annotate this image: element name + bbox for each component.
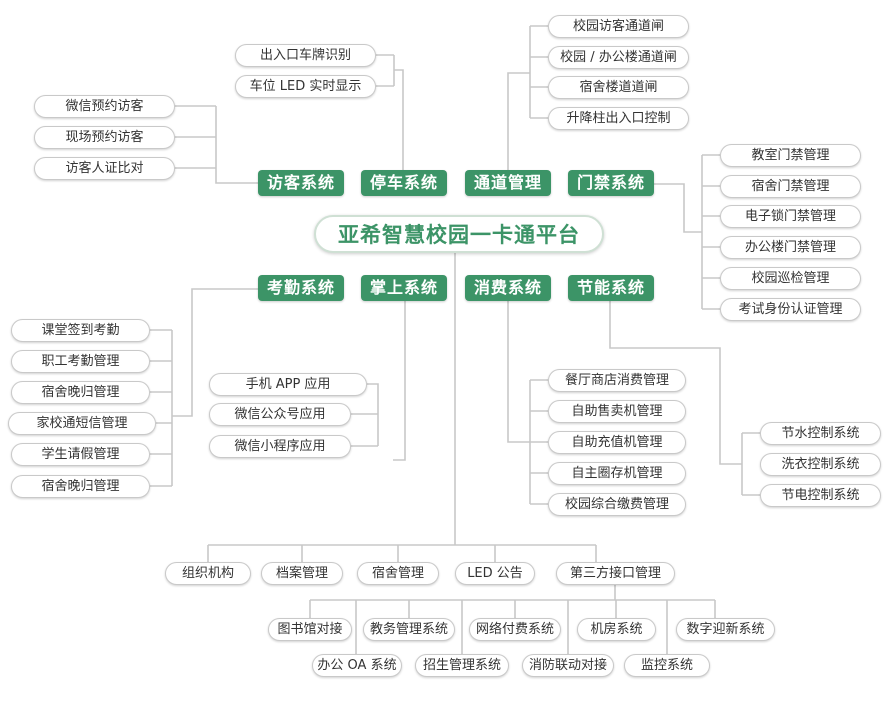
bottom-item[interactable]: LED 公告 (455, 562, 535, 585)
third-party-item[interactable]: 数字迎新系统 (676, 618, 775, 641)
third-party-item[interactable]: 监控系统 (624, 654, 710, 677)
third-party-item[interactable]: 消防联动对接 (522, 654, 614, 677)
consume-item[interactable]: 校园综合缴费管理 (548, 493, 686, 516)
platform-title: 亚希智慧校园一卡通平台 (314, 215, 604, 253)
third-party-item[interactable]: 教务管理系统 (363, 618, 455, 641)
access-item[interactable]: 校园巡检管理 (720, 267, 861, 290)
visitor-item[interactable]: 现场预约访客 (34, 126, 175, 149)
category-energy[interactable]: 节能系统 (568, 275, 654, 301)
line-consume (507, 301, 548, 505)
bottom-item[interactable]: 宿舍管理 (357, 562, 439, 585)
third-party-interface[interactable]: 第三方接口管理 (556, 562, 675, 585)
consume-item[interactable]: 自主圈存机管理 (548, 462, 686, 485)
channel-item[interactable]: 宿舍楼道道闸 (548, 76, 689, 99)
bottom-item[interactable]: 档案管理 (261, 562, 343, 585)
channel-item[interactable]: 升降柱出入口控制 (548, 107, 689, 130)
energy-item[interactable]: 节电控制系统 (760, 484, 881, 507)
consume-item[interactable]: 自助充值机管理 (548, 431, 686, 454)
third-party-item[interactable]: 图书馆对接 (268, 618, 352, 641)
visitor-item[interactable]: 访客人证比对 (34, 157, 175, 180)
line-attendance (150, 288, 258, 487)
category-access[interactable]: 门禁系统 (568, 170, 654, 196)
attendance-item[interactable]: 宿舍晚归管理 (11, 381, 150, 404)
parking-item[interactable]: 出入口车牌识别 (235, 44, 376, 67)
channel-item[interactable]: 校园访客通道闸 (548, 15, 689, 38)
category-attendance[interactable]: 考勤系统 (258, 275, 344, 301)
access-item[interactable]: 教室门禁管理 (720, 144, 861, 167)
parking-item[interactable]: 车位 LED 实时显示 (235, 75, 376, 98)
mobile-item[interactable]: 微信小程序应用 (209, 435, 351, 458)
access-item[interactable]: 电子锁门禁管理 (720, 205, 861, 228)
energy-item[interactable]: 节水控制系统 (760, 422, 881, 445)
category-channel[interactable]: 通道管理 (465, 170, 551, 196)
attendance-item[interactable]: 课堂签到考勤 (11, 319, 150, 342)
line-mobile (351, 301, 406, 461)
mobile-item[interactable]: 手机 APP 应用 (209, 373, 367, 396)
energy-item[interactable]: 洗衣控制系统 (760, 453, 881, 476)
third-party-item[interactable]: 办公 OA 系统 (312, 654, 402, 677)
attendance-item[interactable]: 家校通短信管理 (8, 412, 156, 435)
category-mobile[interactable]: 掌上系统 (361, 275, 447, 301)
line-parking (376, 54, 404, 170)
mobile-item[interactable]: 微信公众号应用 (209, 403, 351, 426)
third-party-item[interactable]: 招生管理系统 (415, 654, 509, 677)
line-access (654, 154, 720, 310)
third-party-item[interactable]: 网络付费系统 (469, 618, 561, 641)
line-energy (609, 301, 760, 496)
third-party-item[interactable]: 机房系统 (577, 618, 656, 641)
visitor-item[interactable]: 微信预约访客 (34, 95, 175, 118)
bottom-item[interactable]: 组织机构 (165, 562, 251, 585)
category-consume[interactable]: 消费系统 (465, 275, 551, 301)
category-parking[interactable]: 停车系统 (361, 170, 447, 196)
consume-item[interactable]: 餐厅商店消费管理 (548, 369, 686, 392)
access-item[interactable]: 办公楼门禁管理 (720, 236, 861, 259)
attendance-item[interactable]: 职工考勤管理 (11, 350, 150, 373)
access-item[interactable]: 考试身份认证管理 (720, 298, 861, 321)
line-channel (507, 25, 548, 170)
attendance-item[interactable]: 学生请假管理 (11, 443, 150, 466)
line-bottom (207, 544, 597, 562)
access-item[interactable]: 宿舍门禁管理 (720, 175, 861, 198)
consume-item[interactable]: 自助售卖机管理 (548, 400, 686, 423)
category-visitor[interactable]: 访客系统 (258, 170, 344, 196)
line-visitor (175, 105, 258, 184)
attendance-item[interactable]: 宿舍晚归管理 (11, 475, 150, 498)
line-third-party (309, 584, 716, 654)
channel-item[interactable]: 校园 / 办公楼通道闸 (548, 46, 689, 69)
